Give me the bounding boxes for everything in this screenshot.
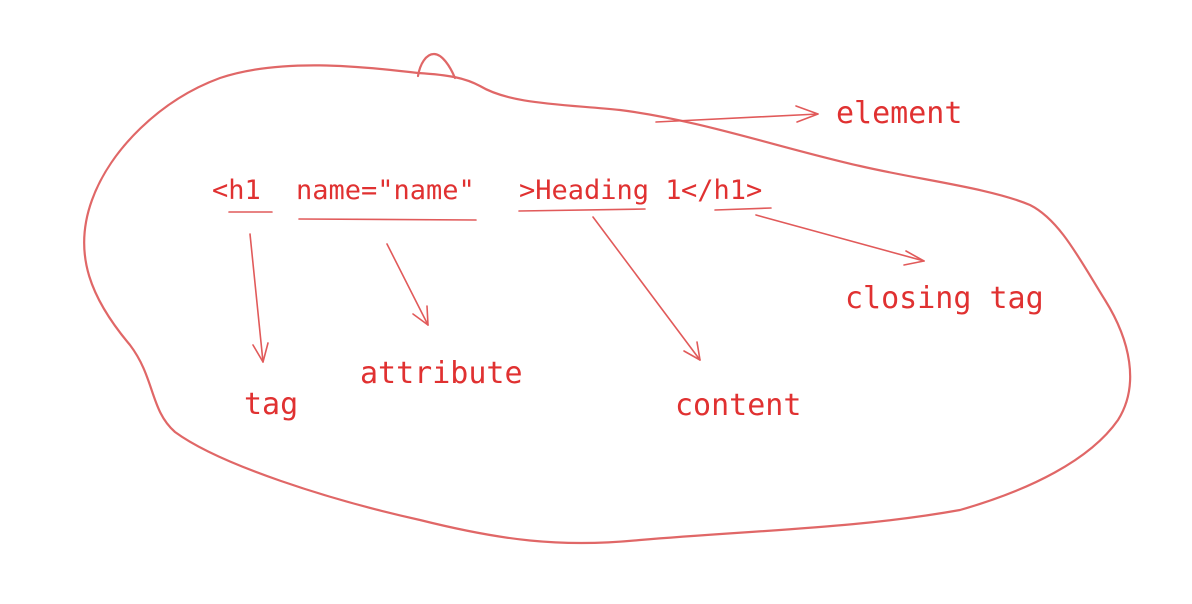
- tag-label: tag: [244, 387, 298, 422]
- element-arrow: [655, 105, 819, 123]
- outline-scribble: [416, 52, 457, 80]
- closing-tag-text: </h1>: [681, 175, 762, 206]
- closing-tag-label: closing tag: [845, 281, 1044, 316]
- element-label: element: [836, 96, 962, 131]
- closing-tag-underline: [714, 207, 772, 211]
- attribute-label: attribute: [360, 356, 523, 391]
- tag-arrow: [249, 233, 269, 363]
- element-boundary-outline: [83, 64, 1132, 545]
- attribute-underline: [298, 218, 477, 221]
- attribute-text: name="name": [296, 175, 475, 206]
- content-label: content: [675, 388, 801, 423]
- open-tag-text: <h1: [212, 175, 261, 206]
- attribute-arrow: [386, 243, 429, 326]
- closing-tag-arrow: [755, 214, 925, 266]
- content-arrow: [592, 216, 701, 361]
- content-underline: [518, 208, 646, 212]
- content-text: >Heading 1: [519, 175, 682, 206]
